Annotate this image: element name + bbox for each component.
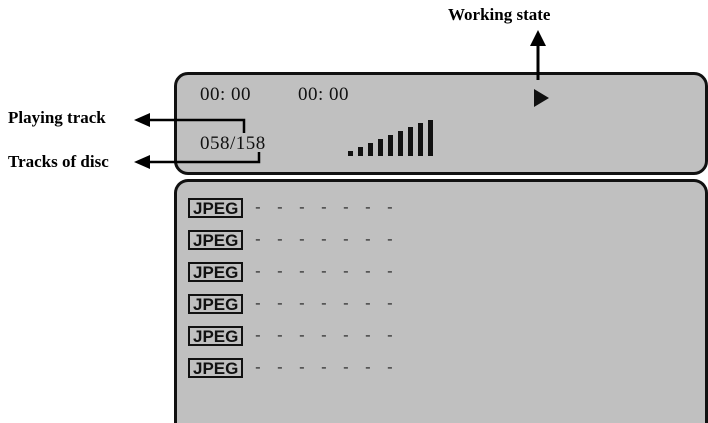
status-display-panel <box>174 72 708 175</box>
file-type-badge: JPEG <box>188 294 244 314</box>
file-name-placeholder: - - - - - - - <box>253 295 397 313</box>
signal-bar <box>368 143 373 156</box>
signal-bar <box>348 151 353 156</box>
list-item[interactable]: JPEG - - - - - - - <box>188 229 396 251</box>
file-type-badge: JPEG <box>188 326 244 346</box>
file-type-badge: JPEG <box>188 198 244 218</box>
signal-bar <box>408 127 413 156</box>
file-name-placeholder: - - - - - - - <box>253 263 397 281</box>
file-list-panel <box>174 179 708 423</box>
list-item[interactable]: JPEG - - - - - - - <box>188 293 396 315</box>
signal-bar <box>418 123 423 156</box>
play-triangle-icon <box>534 89 549 107</box>
list-item[interactable]: JPEG - - - - - - - <box>188 357 396 379</box>
playing-track-label: Playing track <box>8 108 106 127</box>
list-item[interactable]: JPEG - - - - - - - <box>188 197 396 219</box>
list-item[interactable]: JPEG - - - - - - - <box>188 325 396 347</box>
file-type-badge: JPEG <box>188 262 244 282</box>
file-type-badge: JPEG <box>188 230 244 250</box>
playing-track-arrowhead <box>134 113 150 127</box>
file-name-placeholder: - - - - - - - <box>253 231 397 249</box>
elapsed-time: 00: 00 <box>200 84 252 105</box>
track-counter: 058/158 <box>200 133 266 154</box>
tracks-of-disc-label: Tracks of disc <box>8 152 109 171</box>
working-state-arrowhead <box>530 30 546 46</box>
tracks-of-disc-arrowhead <box>134 155 150 169</box>
signal-bar <box>378 139 383 156</box>
file-name-placeholder: - - - - - - - <box>253 359 397 377</box>
working-state-label: Working state <box>448 5 551 24</box>
signal-bar <box>398 131 403 156</box>
file-name-placeholder: - - - - - - - <box>253 199 397 217</box>
signal-bar <box>388 135 393 156</box>
total-time: 00: 00 <box>298 84 350 105</box>
signal-bar <box>428 120 433 156</box>
volume-bars-icon <box>348 120 433 156</box>
file-name-placeholder: - - - - - - - <box>253 327 397 345</box>
signal-bar <box>358 147 363 156</box>
list-item[interactable]: JPEG - - - - - - - <box>188 261 396 283</box>
file-type-badge: JPEG <box>188 358 244 378</box>
